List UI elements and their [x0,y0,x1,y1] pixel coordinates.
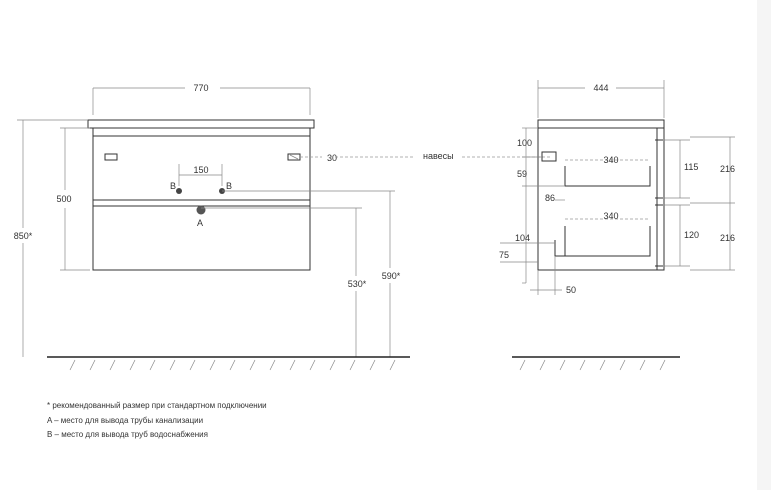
hinge-left-icon [104,153,118,161]
floor-hatch-front [69,359,396,371]
drain-outlet-a [196,205,206,215]
note-recommended: * рекомендованный размер при стандартном… [47,401,267,410]
dim-side-depth-444: 444 [593,83,608,93]
dim-side-59: 59 [517,169,527,179]
hinges-label: навесы [423,151,454,161]
dim-height-530: 530* [348,279,367,289]
dim-drawer-top-340: 340 [603,155,618,165]
dim-side-104: 104 [515,233,530,243]
dim-drawer-inner-120: 120 [684,230,699,240]
label-a: A [197,218,203,228]
front-countertop [87,119,315,129]
dim-drawer-front-216-bottom: 216 [720,233,735,243]
side-cabinet-body [537,119,665,271]
label-b-left: B [170,181,176,191]
scrollbar[interactable] [757,0,771,490]
dim-drawer-bottom-340: 340 [603,211,618,221]
dim-side-50: 50 [566,285,576,295]
side-hinge-icon [541,151,557,162]
dim-side-75: 75 [499,250,509,260]
dim-width-770: 770 [193,83,208,93]
dim-drawer-front-216-top: 216 [720,164,735,174]
dim-side-86: 86 [545,193,555,203]
front-cabinet-body [92,127,311,271]
dim-hole-spacing-150: 150 [193,165,208,175]
drawer-top-box [564,166,651,187]
note-a: A – место для вывода трубы канализации [47,416,204,425]
floor-hatch-side [519,359,666,371]
dim-side-100: 100 [517,138,532,148]
dim-depth-500: 500 [56,194,71,204]
label-b-right: B [226,181,232,191]
drawer-bottom-box [564,226,651,257]
dim-height-590: 590* [382,271,401,281]
dim-drawer-inner-115: 115 [684,162,698,172]
dim-total-height-850: 850* [14,231,33,241]
note-b: B – место для вывода труб водоснабжения [47,430,208,439]
dim-hinge-30: 30 [327,153,337,163]
water-outlet-b-left [176,188,182,194]
